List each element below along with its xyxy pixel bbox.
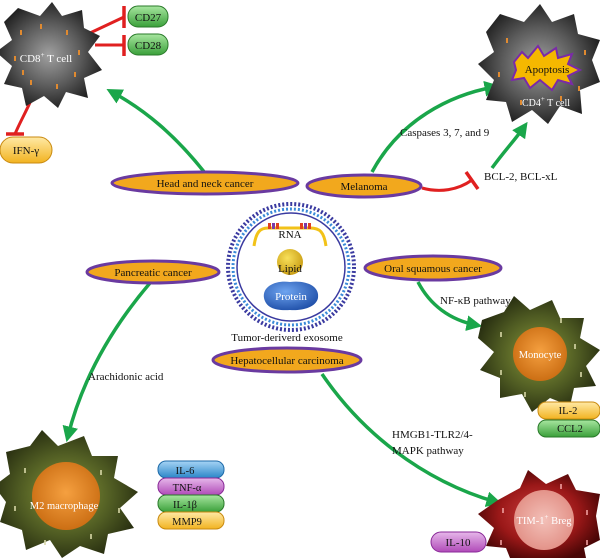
svg-text:Hepatocellular carcinoma: Hepatocellular carcinoma — [230, 355, 343, 367]
svg-text:IFN-γ: IFN-γ — [13, 145, 39, 157]
cancer-oral-squamous: Oral squamous cancer — [363, 254, 503, 282]
connectors — [6, 6, 528, 507]
svg-text:TNF-α: TNF-α — [173, 483, 202, 494]
svg-text:CCL2: CCL2 — [557, 424, 583, 435]
breg-cell: TIM-1+ Breg — [478, 470, 600, 558]
monocyte-cell: Monocyte — [478, 296, 600, 412]
inhibit-cd27 — [89, 15, 125, 35]
lipid-blob: Lipid — [277, 249, 303, 275]
hmgb1-label-1: HMGB1-TLR2/4- — [392, 429, 473, 441]
svg-text:Pancreatic cancer: Pancreatic cancer — [114, 267, 192, 279]
lipid-label: Lipid — [278, 263, 302, 275]
il10-pill: IL-10 — [430, 531, 487, 553]
svg-text:IL-10: IL-10 — [445, 537, 471, 549]
ccl2-pill: CCL2 — [537, 419, 600, 438]
cd28-receptor: CD28 — [127, 33, 169, 56]
svg-text:IL-2: IL-2 — [559, 406, 578, 417]
ifn-gamma-pill: IFN-γ — [0, 136, 53, 164]
tumor-exosome: RNA Lipid Protein — [226, 202, 356, 332]
protein-label: Protein — [275, 291, 307, 303]
arrow-melanoma-to-cd4-secondary — [490, 121, 528, 170]
il1b-pill: IL-1β — [157, 494, 225, 513]
svg-text:MMP9: MMP9 — [172, 517, 202, 528]
cancer-hepatocellular: Hepatocellular carcinoma — [211, 346, 363, 374]
nfkb-label: NF-κB pathway — [440, 295, 511, 307]
svg-text:IL-6: IL-6 — [176, 466, 195, 477]
cancer-melanoma: Melanoma — [305, 173, 423, 199]
exosome-caption: Tumor-deriverd exosome — [231, 332, 343, 344]
svg-text:CD28: CD28 — [135, 40, 162, 52]
arrow-pancreatic-to-m2 — [62, 281, 152, 443]
cancer-head-neck: Head and neck cancer — [110, 170, 300, 196]
breg-label: TIM-1+ Breg — [517, 513, 573, 527]
protein-blob: Protein — [263, 281, 319, 311]
arrow-oral-to-monocyte — [416, 281, 483, 331]
il2-pill: IL-2 — [537, 401, 600, 420]
m2-label: M2 macrophage — [30, 501, 99, 512]
rna-strand: RNA — [252, 223, 328, 247]
cd8-label: CD8+ T cell — [20, 51, 72, 65]
arrow-headneck-to-cd8 — [106, 88, 207, 175]
cd4-label: CD4+ T cell — [522, 95, 570, 109]
cd4-t-cell: Apoptosis CD4+ T cell — [478, 4, 600, 124]
apoptosis-label: Apoptosis — [525, 64, 570, 76]
cd27-receptor: CD27 — [127, 5, 169, 28]
svg-text:Melanoma: Melanoma — [340, 181, 387, 193]
bcl-label: BCL-2, BCL-xL — [484, 171, 558, 183]
svg-text:CD27: CD27 — [135, 12, 162, 24]
monocyte-label: Monocyte — [519, 350, 562, 361]
svg-text:Head and neck cancer: Head and neck cancer — [157, 178, 254, 190]
caspases-label: Caspases 3, 7, and 9 — [400, 127, 490, 139]
il6-pill: IL-6 — [157, 460, 225, 479]
hmgb1-label-2: MAPK pathway — [392, 445, 464, 457]
arachidonic-label: Arachidonic acid — [88, 371, 164, 383]
svg-text:IL-1β: IL-1β — [173, 500, 197, 511]
cancer-pancreatic: Pancreatic cancer — [85, 259, 221, 285]
arrow-melanoma-to-cd4 — [370, 80, 501, 173]
svg-text:Oral squamous cancer: Oral squamous cancer — [384, 263, 482, 275]
cd8-t-cell: CD8+ T cell — [0, 2, 102, 108]
inhibit-melanoma-bcl — [421, 178, 473, 192]
inhibit-bar-bcl — [464, 170, 480, 191]
tnfa-pill: TNF-α — [157, 477, 225, 496]
apoptosis-star — [510, 44, 583, 92]
arrow-hcc-to-breg — [320, 373, 503, 507]
m2-macrophage-cell: M2 macrophage — [0, 430, 138, 558]
mmp9-pill: MMP9 — [157, 511, 225, 530]
rna-label: RNA — [278, 229, 301, 241]
